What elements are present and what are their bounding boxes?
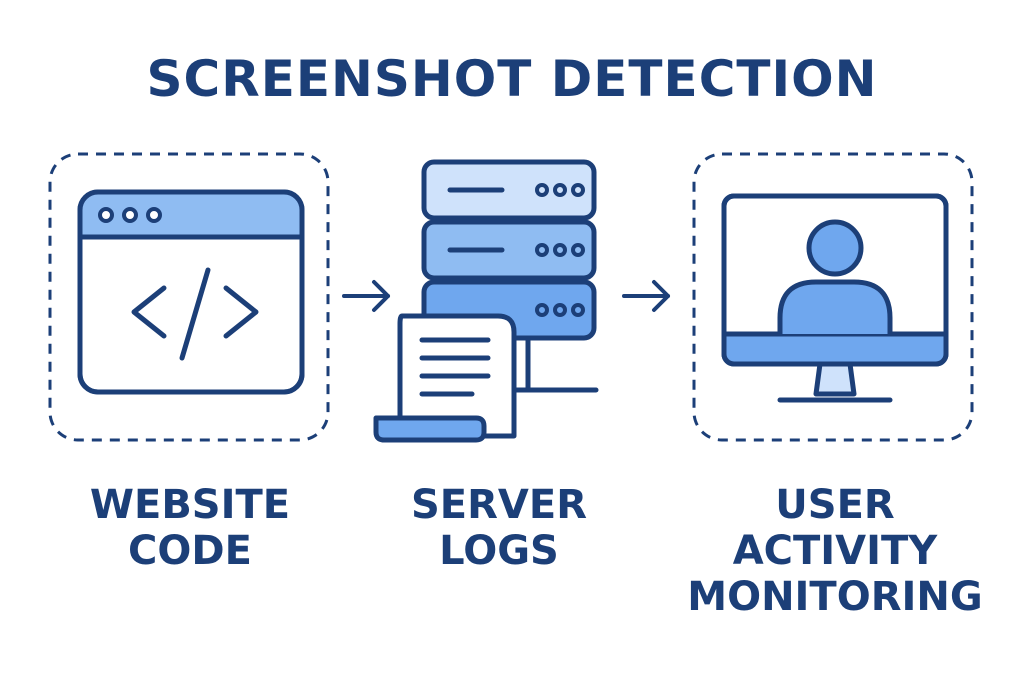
arrow-right-icon bbox=[622, 280, 670, 312]
code-window-icon bbox=[48, 152, 330, 442]
caption-line: USER bbox=[775, 482, 895, 528]
caption-website-code: WEBSITE CODE bbox=[48, 482, 332, 574]
caption-server-logs: SERVER LOGS bbox=[368, 482, 630, 574]
server-stack-icon bbox=[373, 159, 599, 443]
caption-line: CODE bbox=[128, 528, 252, 574]
caption-user-activity-monitoring: USER ACTIVITY MONITORING bbox=[680, 482, 990, 620]
caption-line: MONITORING bbox=[687, 574, 983, 620]
monitor-user-icon bbox=[692, 152, 974, 442]
caption-line: ACTIVITY bbox=[732, 528, 938, 574]
arrow-right-icon bbox=[342, 280, 390, 312]
step-user-activity-monitoring bbox=[692, 152, 976, 444]
step-website-code bbox=[48, 152, 332, 444]
caption-line: SERVER bbox=[410, 482, 587, 528]
caption-line: LOGS bbox=[439, 528, 559, 574]
diagram-title: SCREENSHOT DETECTION bbox=[146, 50, 878, 108]
caption-line: WEBSITE bbox=[89, 482, 291, 528]
step-server-logs bbox=[368, 156, 608, 446]
